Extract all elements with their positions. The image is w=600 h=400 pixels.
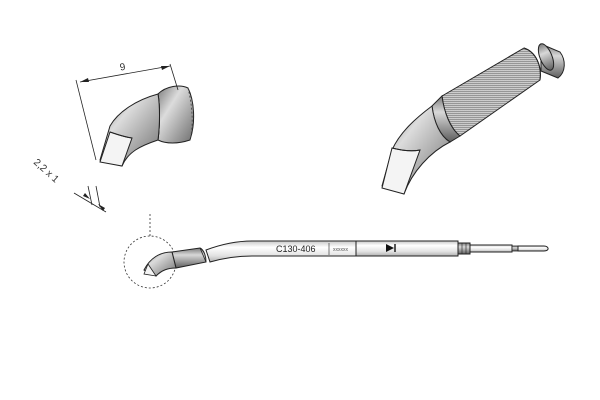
- tip-perspective-view: [381, 43, 565, 195]
- perspective-barrel: [441, 47, 541, 137]
- serial-mark-label: xxxxxx: [333, 247, 349, 253]
- dim-width-extension-right: [95, 185, 101, 208]
- tip-detail-view: 9 2,2 x 1: [31, 62, 195, 213]
- side-connector-pin: [469, 244, 513, 253]
- side-heater-section: [355, 240, 459, 257]
- dim-9-label: 9: [119, 62, 127, 74]
- tip-side-view: C130-406 xxxxxx: [123, 214, 549, 289]
- dim-9-extension-left: [75, 79, 97, 161]
- dim-9-line: [79, 65, 171, 83]
- side-connector-ring: [511, 245, 519, 252]
- side-sensor-band: [457, 242, 471, 255]
- side-connector-end: [517, 245, 549, 252]
- dim-width-arrow-left: [83, 193, 90, 199]
- dim-width-arrow-right: [98, 204, 105, 211]
- dim-9-extension-right: [169, 63, 179, 91]
- part-number-label: C130-406: [276, 244, 316, 254]
- dim-9-arrow-right: [161, 66, 170, 70]
- dim-9-arrow-left: [80, 78, 89, 82]
- tip-detail-collar: [157, 85, 195, 144]
- side-tip-chisel: [143, 263, 157, 277]
- dim-width-extension-left: [87, 185, 93, 206]
- dim-width-line: [73, 192, 107, 213]
- diode-symbol-icon: [386, 244, 396, 252]
- dim-width-label: 2,2 x 1: [31, 157, 61, 186]
